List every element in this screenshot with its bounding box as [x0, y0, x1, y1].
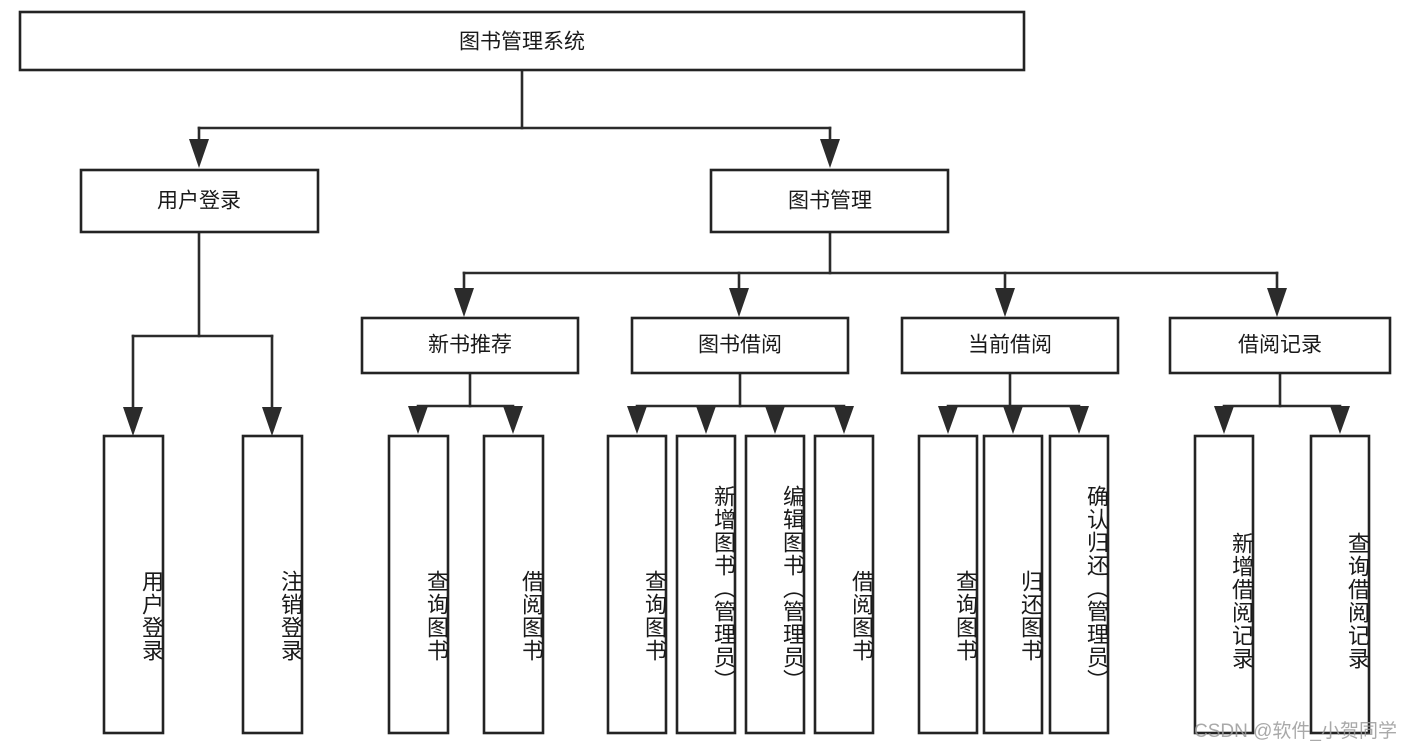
arrow-new-book-leaf-1	[408, 406, 428, 434]
arrow-root-to-book-mgmt	[820, 139, 840, 168]
node-box-leaf-borrow-records-2[interactable]	[1309, 434, 1371, 735]
connectors-book-mgmt-to-level3	[454, 230, 1287, 317]
node-box-leaf-current-borrow-2[interactable]	[982, 434, 1044, 735]
connectors-root-to-level2	[189, 68, 840, 168]
connectors-new-book-to-leaves	[408, 371, 523, 434]
node-box-leaf-book-borrow-3[interactable]	[744, 434, 806, 735]
arrow-bm-to-new-book	[454, 288, 474, 317]
node-box-leaf-user-login-1[interactable]	[102, 434, 165, 735]
arrow-bm-to-borrow-records	[1267, 288, 1287, 317]
node-root[interactable]: 图书管理系统	[18, 10, 1026, 72]
node-label-book-management: 图书管理	[788, 190, 872, 213]
connectors-user-login-to-leaves	[123, 230, 282, 436]
arrow-current-borrow-leaf-3	[1069, 406, 1089, 434]
arrow-book-borrow-leaf-3	[765, 406, 785, 434]
node-label-user-login: 用户登录	[157, 190, 241, 213]
node-label-new-book-recommend: 新书推荐	[428, 334, 512, 357]
connectors-current-borrow-to-leaves	[938, 371, 1089, 434]
arrow-bm-to-book-borrow	[729, 288, 749, 317]
node-box-leaf-current-borrow-1[interactable]	[917, 434, 979, 735]
node-box-leaf-new-book-2[interactable]	[482, 434, 545, 735]
node-borrow-records[interactable]: 借阅记录	[1168, 316, 1392, 375]
node-user-login[interactable]: 用户登录	[79, 168, 320, 234]
connectors-borrow-records-to-leaves	[1214, 371, 1350, 434]
arrow-borrow-records-leaf-2	[1330, 406, 1350, 434]
arrow-user-login-leaf-1	[123, 407, 143, 436]
node-box-current-borrow[interactable]	[900, 316, 1120, 375]
node-box-leaf-user-login-2[interactable]	[241, 434, 304, 735]
node-label-root: 图书管理系统	[459, 31, 585, 54]
arrow-user-login-leaf-2	[262, 407, 282, 436]
node-book-borrow[interactable]: 图书借阅	[630, 316, 850, 375]
node-current-borrow[interactable]: 当前借阅	[900, 316, 1120, 375]
node-box-leaf-current-borrow-3[interactable]	[1048, 434, 1110, 735]
node-box-borrow-records[interactable]	[1168, 316, 1392, 375]
node-box-book-borrow[interactable]	[630, 316, 850, 375]
node-box-user-login[interactable]	[79, 168, 320, 234]
node-box-leaf-book-borrow-1[interactable]	[606, 434, 668, 735]
arrow-new-book-leaf-2	[503, 406, 523, 434]
node-box-leaf-new-book-1[interactable]	[387, 434, 450, 735]
node-box-book-management[interactable]	[709, 168, 950, 234]
arrow-borrow-records-leaf-1	[1214, 406, 1234, 434]
node-box-leaf-borrow-records-1[interactable]	[1193, 434, 1255, 735]
node-new-book-recommend[interactable]: 新书推荐	[360, 316, 580, 375]
arrow-current-borrow-leaf-1	[938, 406, 958, 434]
node-label-borrow-records: 借阅记录	[1238, 334, 1322, 357]
node-box-root[interactable]	[18, 10, 1026, 72]
arrow-book-borrow-leaf-4	[834, 406, 854, 434]
node-label-current-borrow: 当前借阅	[968, 334, 1052, 357]
arrow-bm-to-current-borrow	[995, 288, 1015, 317]
arrow-current-borrow-leaf-2	[1003, 406, 1023, 434]
connectors-book-borrow-to-leaves	[627, 371, 854, 434]
node-book-management[interactable]: 图书管理	[709, 168, 950, 234]
arrow-book-borrow-leaf-2	[696, 406, 716, 434]
node-box-leaf-book-borrow-4[interactable]	[813, 434, 875, 735]
arrow-root-to-user-login	[189, 139, 209, 168]
node-box-leaf-book-borrow-2[interactable]	[675, 434, 737, 735]
watermark-text: CSDN @软件_小贺同学	[1194, 721, 1397, 742]
node-label-book-borrow: 图书借阅	[698, 334, 782, 357]
arrow-book-borrow-leaf-1	[627, 406, 647, 434]
node-box-new-book-recommend[interactable]	[360, 316, 580, 375]
